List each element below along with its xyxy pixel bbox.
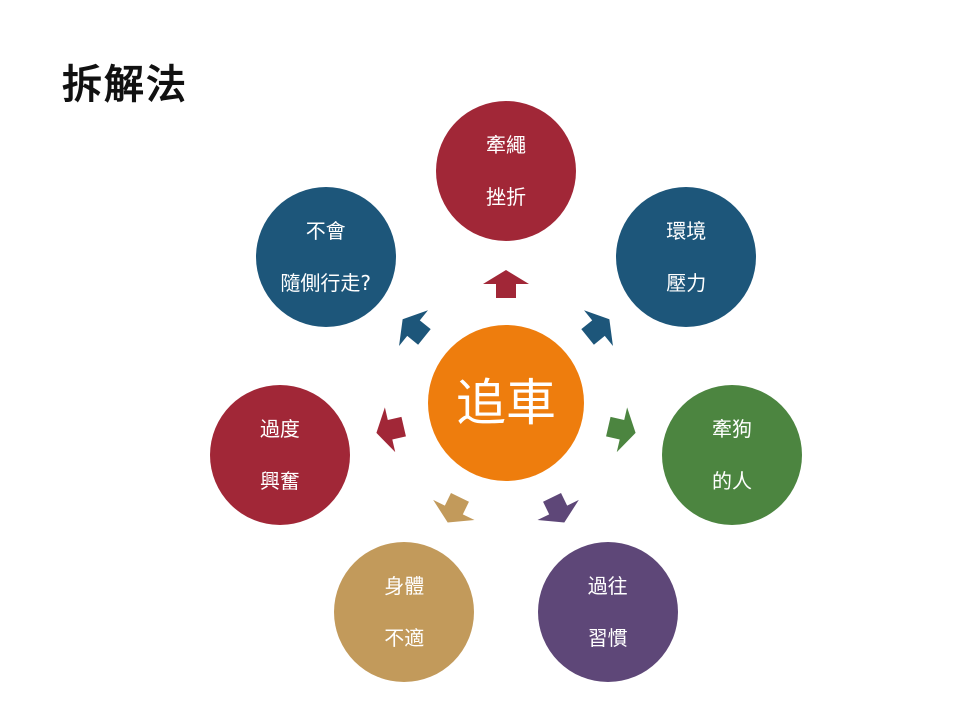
cause-label: 身體 [384,573,425,598]
cause-label: 牽狗 [712,417,753,442]
arrow-shape [376,407,406,453]
cause-label: 隨側行走? [280,270,371,295]
cause-label: 壓力 [666,270,707,295]
arrow-shape [581,310,613,346]
center-label: 追車 [456,374,556,432]
cause-node: 不會隨側行走? [255,186,396,327]
cause-label: 過往 [587,573,628,598]
arrow-shape [433,492,475,523]
cause-label: 的人 [712,469,753,494]
arrow-5 [376,407,406,453]
cause-node: 環境壓力 [616,186,757,327]
cause-label: 不適 [384,625,425,650]
arrow-0 [483,270,529,298]
cause-node: 身體不適 [334,541,475,682]
cause-node: 牽狗的人 [662,385,803,526]
cause-label: 過度 [259,417,300,442]
arrow-1 [581,310,613,346]
cause-node: 過往習慣 [537,541,678,682]
cause-label: 不會 [305,218,346,243]
arrow-shape [606,407,636,453]
cause-label: 挫折 [486,185,526,209]
arrow-6 [399,310,431,346]
cause-node: 過度興奮 [209,385,350,526]
cause-label: 牽繩 [486,133,526,157]
arrow-shape [483,270,529,298]
cause-node: 牽繩挫折 [436,101,576,241]
arrow-4 [433,492,475,523]
arrow-2 [606,407,636,453]
cause-label: 興奮 [259,469,300,494]
arrow-3 [537,492,579,523]
slide-title: 拆解法 [62,62,188,108]
cause-label: 習慣 [587,625,628,650]
arrow-shape [399,310,431,346]
center-node: 追車 [428,325,584,481]
cause-label: 環境 [666,218,707,243]
arrow-shape [537,492,579,523]
